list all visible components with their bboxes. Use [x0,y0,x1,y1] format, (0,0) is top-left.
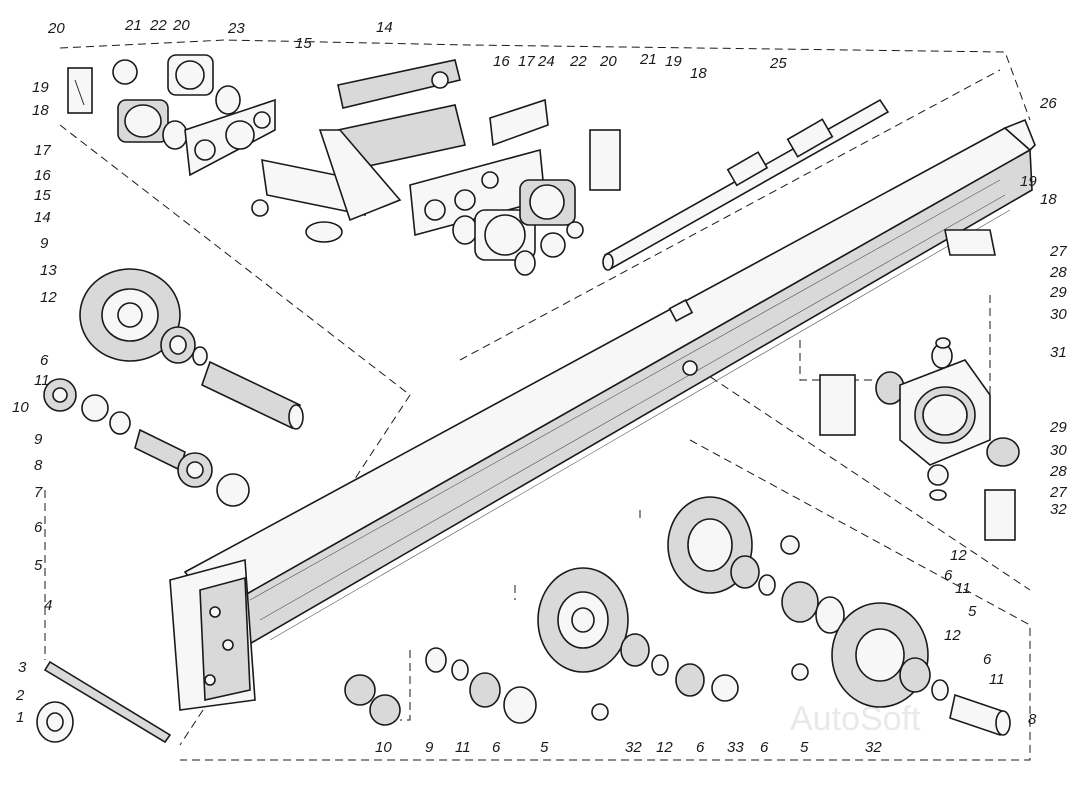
callout-label: 1 [16,709,24,726]
watermark: AutoSoft [790,700,921,738]
callout-label: 30 [1050,306,1067,323]
callout-label: 32 [1050,501,1067,518]
callout-label: 9 [425,739,434,756]
callout-label: 28 [1049,264,1067,281]
callout-label: 11 [34,372,50,389]
callout-label: 23 [227,20,245,37]
callout-label: 11 [955,580,971,597]
callout-label: 18 [1040,191,1057,208]
callout-label: 26 [1039,95,1057,112]
callout-label: 24 [537,53,555,70]
callout-label: 29 [1049,419,1067,436]
callout-label: 22 [149,17,167,34]
callout-label: 14 [34,209,51,226]
callout-label: 18 [690,65,707,82]
callout-label: 12 [950,547,967,564]
callout-label: 7 [34,484,43,501]
main-beam [183,127,1033,662]
top-right-bearing-group [409,129,621,276]
callout-label: 5 [968,603,977,620]
callout-label: 15 [34,187,51,204]
callout-label: 17 [518,53,535,70]
top-center-rollers [251,59,549,243]
callout-label: 21 [124,17,142,34]
callout-label: 20 [599,53,617,70]
callout-label: 32 [625,739,642,756]
callout-label: 4 [44,597,52,614]
left-pulley-group [43,268,304,507]
end-bracket [169,558,256,711]
callout-label: 12 [944,627,961,644]
callout-label: 6 [492,739,501,756]
callout-label: 9 [34,431,43,448]
callout-label: 2 [15,687,25,704]
callout-label: 25 [769,55,787,72]
lower-middle-pulley-group [344,567,739,726]
callout-label: 20 [47,20,65,37]
callout-label: 15 [295,35,312,52]
callout-label: 19 [1020,173,1037,190]
callout-label: 27 [1049,243,1067,260]
callout-label: 17 [34,142,51,159]
callout-label: 18 [32,102,49,119]
bottom-left-parts [36,660,172,744]
end-fitting [944,118,1036,256]
callout-label: 19 [665,53,682,70]
callout-label: 31 [1050,344,1067,361]
callout-label: 5 [34,557,43,574]
callout-label: 12 [40,289,57,306]
callout-label: 32 [865,739,882,756]
callout-label: 6 [983,651,992,668]
callout-label: 21 [639,51,657,68]
callout-label: 12 [656,739,673,756]
callout-label: 11 [455,739,471,756]
callout-label: 8 [34,457,43,474]
callout-label: 6 [40,352,49,369]
callout-label: 14 [376,19,393,36]
callout-label: 5 [800,739,809,756]
top-left-bearing-group [67,54,276,177]
callout-label: 22 [569,53,587,70]
callout-label: 27 [1049,484,1067,501]
callout-label: 30 [1050,442,1067,459]
callout-label: 8 [1028,711,1037,728]
callout-label: 6 [760,739,769,756]
callout-label: 3 [18,659,27,676]
callout-label: 10 [12,399,29,416]
cross-joint-group [819,337,1020,541]
callout-label: 9 [40,235,49,252]
callout-label: 6 [696,739,705,756]
callout-label: 11 [989,671,1005,688]
callout-label: 19 [32,79,49,96]
callout-label: 16 [34,167,51,184]
callout-label: 16 [493,53,510,70]
callout-label: 5 [540,739,549,756]
right-lower-pulley-group [667,496,1011,737]
callout-label: 6 [34,519,43,536]
shaft [602,98,890,271]
callout-label: 13 [40,262,57,279]
callout-label: 20 [172,17,190,34]
callout-label: 28 [1049,463,1067,480]
callout-label: 29 [1049,284,1067,301]
callout-label: 6 [944,567,953,584]
callout-label: 10 [375,739,392,756]
callout-label: 33 [727,739,744,756]
